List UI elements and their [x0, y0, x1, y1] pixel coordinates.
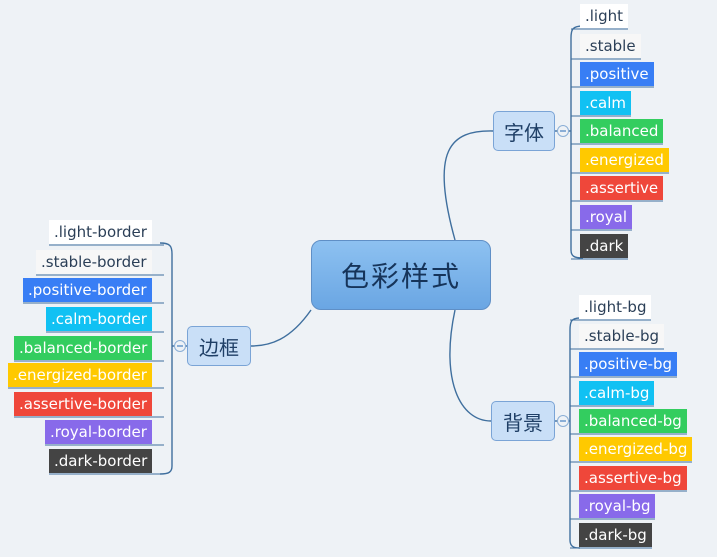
- leaf-font-positive[interactable]: .positive: [580, 62, 654, 86]
- leaf-font-assertive[interactable]: .assertive: [580, 176, 664, 200]
- leaf-font-energized[interactable]: .energized: [580, 148, 669, 172]
- leaf-bg-light[interactable]: .light-bg: [579, 295, 652, 319]
- leaf-bg-positive[interactable]: .positive-bg: [579, 352, 678, 376]
- leaf-border-balanced[interactable]: .balanced-border: [14, 336, 153, 360]
- collapse-border-icon[interactable]: [174, 340, 186, 352]
- bracket-border: [159, 242, 173, 475]
- leaf-bg-calm[interactable]: .calm-bg: [579, 381, 655, 405]
- leaf-border-dark[interactable]: .dark-border: [49, 449, 153, 473]
- wire-central-to-font: [443, 130, 494, 241]
- bracket-bg: [569, 317, 581, 549]
- leaf-font-light[interactable]: .light: [580, 4, 629, 28]
- leaf-font-stable[interactable]: .stable: [580, 34, 641, 58]
- leaf-bg-balanced[interactable]: .balanced-bg: [579, 409, 687, 433]
- leaf-border-energized[interactable]: .energized-border: [8, 363, 152, 387]
- leaf-font-royal[interactable]: .royal: [580, 205, 633, 229]
- leaf-bg-royal[interactable]: .royal-bg: [579, 494, 656, 518]
- central-topic[interactable]: 色彩样式: [311, 240, 491, 310]
- collapse-bg-icon[interactable]: [557, 415, 569, 427]
- leaf-bg-assertive[interactable]: .assertive-bg: [579, 466, 687, 490]
- collapse-font-icon[interactable]: [557, 125, 569, 137]
- leaf-font-balanced[interactable]: .balanced: [580, 119, 664, 143]
- leaf-border-light[interactable]: .light-border: [49, 220, 152, 244]
- leaf-border-royal[interactable]: .royal-border: [45, 420, 152, 444]
- leaf-bg-stable[interactable]: .stable-bg: [579, 324, 665, 348]
- wire-central-to-border: [250, 309, 312, 347]
- leaf-font-calm[interactable]: .calm: [580, 91, 631, 115]
- central-topic-label: 色彩样式: [340, 260, 461, 293]
- wire-central-to-bg: [449, 309, 492, 422]
- branch-bg-label: 背景: [503, 410, 543, 435]
- leaf-border-positive[interactable]: .positive-border: [23, 278, 152, 302]
- branch-font[interactable]: 字体: [493, 111, 555, 151]
- branch-bg[interactable]: 背景: [491, 401, 555, 441]
- leaf-border-calm[interactable]: .calm-border: [46, 307, 152, 331]
- branch-border-label: 边框: [199, 335, 239, 360]
- branch-font-label: 字体: [504, 120, 544, 145]
- leaf-font-dark[interactable]: .dark: [580, 234, 629, 258]
- leaf-border-stable[interactable]: .stable-border: [36, 250, 152, 274]
- leaf-border-assertive[interactable]: .assertive-border: [14, 392, 153, 416]
- leaf-bg-dark[interactable]: .dark-bg: [579, 523, 652, 547]
- branch-border[interactable]: 边框: [187, 326, 251, 366]
- leaf-bg-energized[interactable]: .energized-bg: [579, 437, 693, 461]
